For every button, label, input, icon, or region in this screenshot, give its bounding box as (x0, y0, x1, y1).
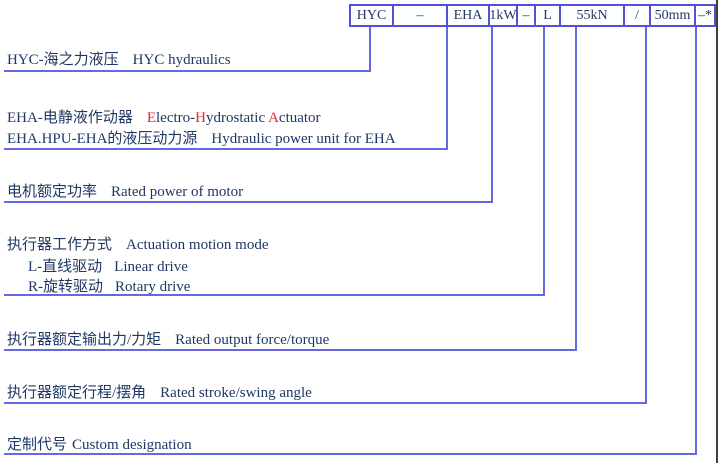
label-custom-designation-zh: 定制代号 (7, 437, 68, 453)
label-rotary-drive-zh: R-旋转驱动 (28, 279, 104, 295)
underline-custom (4, 453, 697, 455)
code-cell-brand: HYC (356, 7, 387, 23)
connector-line-series (446, 27, 448, 150)
label-motor-power: 电机额定功率 Rated power of motor (7, 184, 243, 201)
underline-brand (4, 70, 371, 72)
code-cell-series: EHA (446, 6, 488, 25)
connector-line-custom (695, 27, 697, 455)
label-eha-zh: EHA-电静液作动器 (7, 110, 133, 126)
label-motor-power-zh: 电机额定功率 (7, 184, 98, 200)
label-rated-stroke-en: Rated stroke/swing angle (160, 385, 312, 401)
label-brand-zh: HYC-海之力液压 (7, 52, 119, 68)
code-cell-dash-1: – (392, 6, 446, 25)
label-rated-stroke: 执行器额定行程/摆角 Rated stroke/swing angle (7, 385, 312, 402)
code-cell-slash: / (623, 6, 649, 25)
connector-line-motion (543, 27, 545, 296)
code-cell-rated-force: 55kN (559, 6, 623, 25)
label-rotary-drive-en: Rotary drive (115, 279, 191, 295)
code-cell-rated-stroke: 50mm (649, 6, 694, 25)
label-custom-designation-en: Custom designation (72, 437, 192, 453)
underline-power (4, 201, 493, 203)
label-linear-drive: L-直线驱动 Linear drive (28, 259, 188, 276)
label-motion-mode: 执行器工作方式 Actuation motion mode (7, 237, 269, 254)
code-cell-dash-2: – (516, 6, 534, 25)
label-motion-mode-zh: 执行器工作方式 (7, 237, 113, 253)
underline-stroke (4, 402, 647, 404)
underline-motion (4, 294, 545, 296)
label-eha-hpu-en: Hydraulic power unit for EHA (211, 131, 396, 147)
label-rated-stroke-zh: 执行器额定行程/摆角 (7, 385, 147, 401)
model-code-box: HYC – EHA 1kW – L 55kN / 50mm –* (349, 4, 716, 27)
underline-series (4, 148, 448, 150)
label-rated-force-en: Rated output force/torque (175, 332, 330, 348)
connector-line-power (491, 27, 493, 203)
underline-force (4, 349, 577, 351)
label-eha-hpu-zh: EHA.HPU-EHA的液压动力源 (7, 131, 198, 147)
label-rotary-drive: R-旋转驱动 Rotary drive (28, 279, 190, 296)
page-right-border (716, 0, 718, 463)
label-eha: EHA-电静液作动器 Electro-Hydrostatic Actuator (7, 110, 321, 127)
label-motor-power-en: Rated power of motor (111, 184, 244, 200)
label-eha-en: Electro-Hydrostatic Actuator (146, 110, 321, 126)
label-rated-force: 执行器额定输出力/力矩 Rated output force/torque (7, 332, 329, 349)
label-motion-mode-en: Actuation motion mode (126, 237, 269, 253)
connector-line-brand (369, 27, 371, 72)
label-linear-drive-en: Linear drive (114, 259, 188, 275)
code-cell-motor-power: 1kW (488, 6, 516, 25)
code-cell-motion-mode: L (534, 6, 559, 25)
label-brand: HYC-海之力液压 HYC hydraulics (7, 52, 231, 69)
label-eha-hpu: EHA.HPU-EHA的液压动力源 Hydraulic power unit fo… (7, 131, 396, 148)
label-rated-force-zh: 执行器额定输出力/力矩 (7, 332, 162, 348)
label-linear-drive-zh: L-直线驱动 (28, 259, 103, 275)
label-brand-en: HYC hydraulics (132, 52, 231, 68)
code-cell-custom: –* (694, 6, 714, 25)
connector-line-stroke (645, 27, 647, 404)
connector-line-force (575, 27, 577, 351)
